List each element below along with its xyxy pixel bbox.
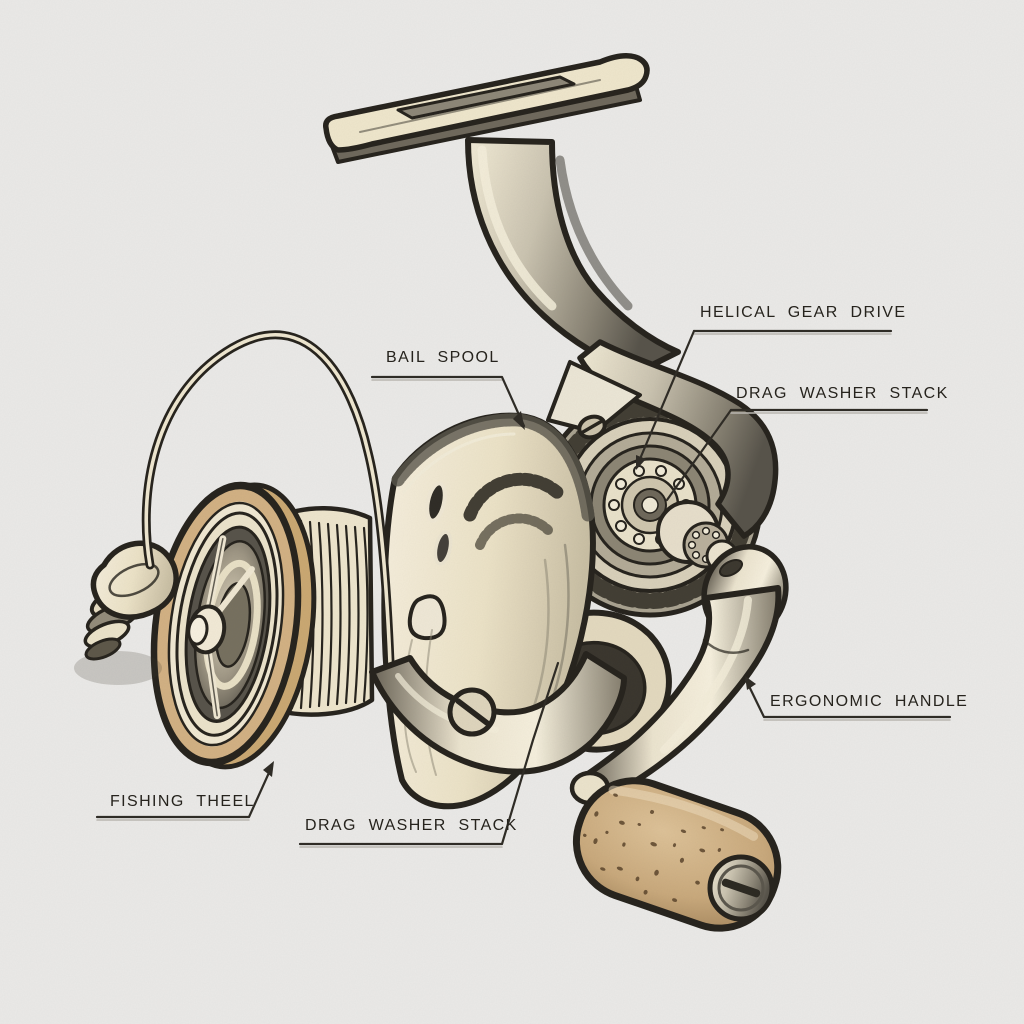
label-drag-washer-stack-top: DRAG WASHER STACK bbox=[736, 385, 949, 402]
leader-fishing-theel bbox=[95, 761, 274, 821]
leader-helical-gear-drive bbox=[635, 329, 893, 470]
label-ergonomic-handle: ERGONOMIC HANDLE bbox=[770, 693, 969, 710]
label-fishing-theel: FISHING THEEL bbox=[110, 793, 255, 810]
label-drag-washer-stack-bottom: DRAG WASHER STACK bbox=[305, 817, 518, 834]
leader-bail-spool bbox=[370, 375, 526, 430]
leader-ergonomic-handle bbox=[744, 676, 952, 721]
leader-drag-washer-stack-top bbox=[665, 408, 929, 502]
callout-leaders bbox=[95, 329, 952, 848]
label-helical-gear-drive: HELICAL GEAR DRIVE bbox=[700, 304, 907, 321]
leader-drag-washer-stack-bottom bbox=[298, 661, 560, 848]
label-bail-spool: BAIL SPOOL bbox=[386, 349, 500, 366]
